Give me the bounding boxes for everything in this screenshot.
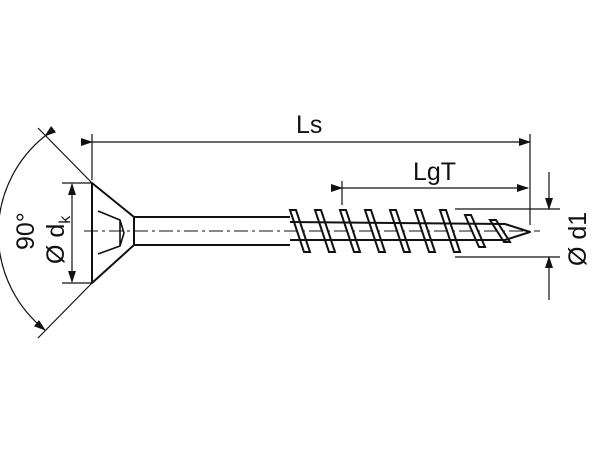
thread-flight (363, 209, 387, 253)
dimension-ls (81, 134, 531, 225)
thread-flight (438, 209, 462, 253)
thread-flight (288, 209, 312, 253)
thread-flight (463, 214, 487, 248)
thread-flight (338, 209, 362, 253)
screw-shank (134, 216, 290, 246)
thread-flight (313, 209, 337, 253)
thread-diameter-label: Ø d1 (564, 212, 592, 266)
dimension-lgt (331, 181, 529, 205)
thread-flights (288, 209, 512, 253)
head-diameter-label: Ø dk (42, 215, 74, 264)
thread-flight (413, 209, 437, 253)
overall-length-label: Ls (296, 111, 322, 139)
dimension-d1 (455, 172, 560, 300)
thread-flight (388, 209, 412, 253)
thread-flight (488, 219, 512, 243)
screw-head (91, 182, 135, 284)
dimension-head-angle (0, 126, 93, 339)
thread-core (289, 221, 531, 241)
screw-body (91, 182, 531, 284)
thread-length-label: LgT (413, 158, 456, 186)
dimension-dk (62, 182, 92, 284)
head-angle-label: 90° (12, 212, 40, 250)
drive-recess (97, 210, 125, 255)
